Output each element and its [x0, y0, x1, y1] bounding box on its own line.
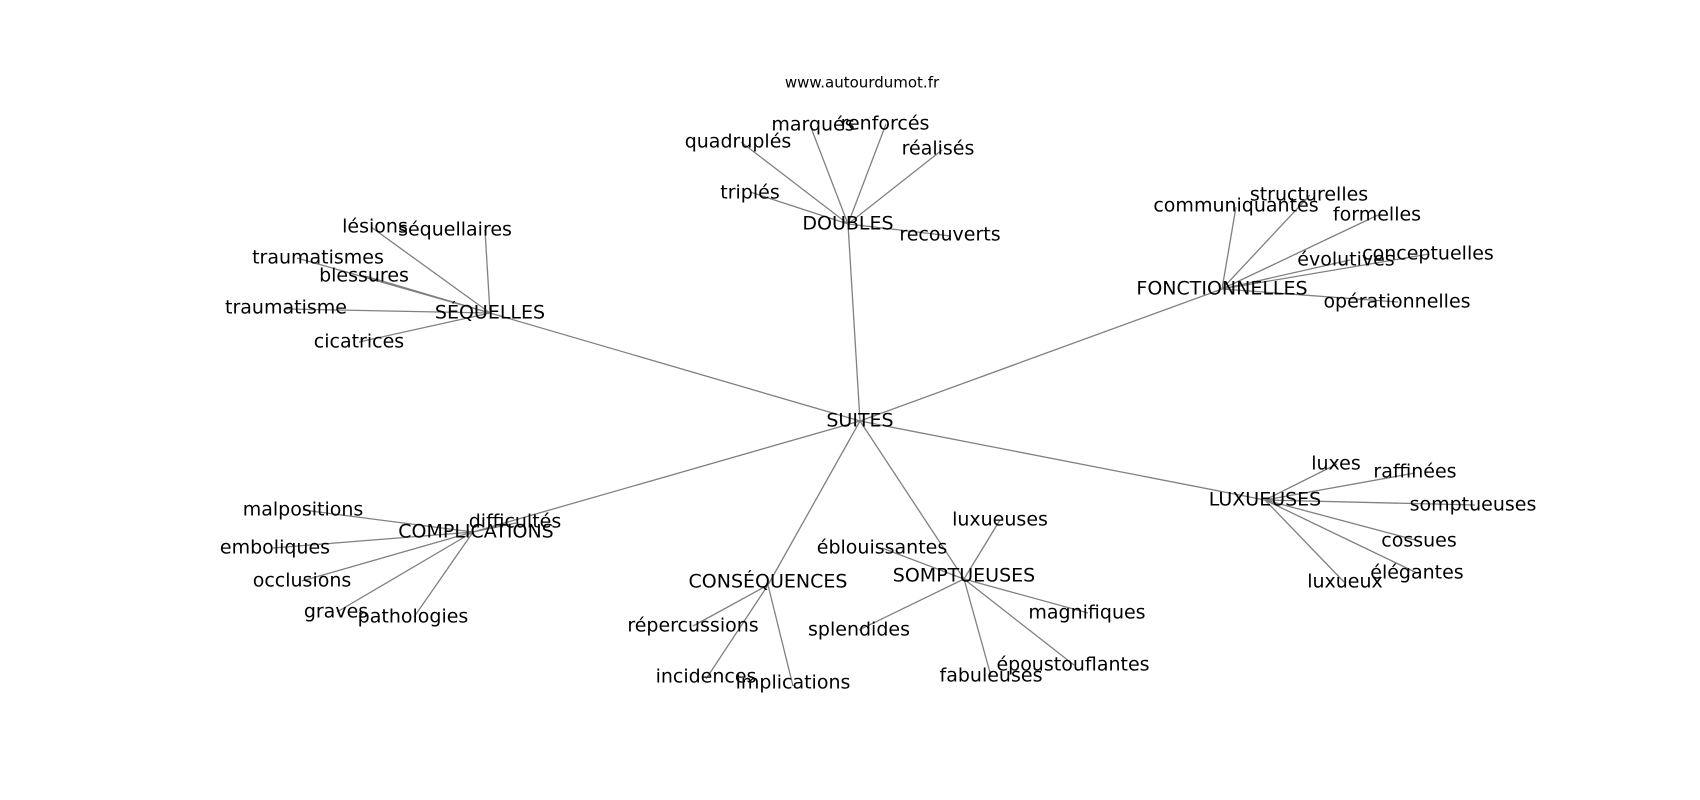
edge-hub-to-leaf — [358, 312, 491, 343]
edge-center-to-hub — [847, 223, 861, 422]
cluster-word[interactable]: COMPLICATIONS — [398, 521, 554, 543]
leaf-word[interactable]: conceptuelles — [1362, 243, 1494, 265]
edge-hub-to-leaf — [413, 531, 474, 618]
center-word[interactable]: SUITES — [826, 410, 893, 432]
edge-hub-to-leaf — [692, 584, 769, 627]
leaf-word[interactable]: implications — [736, 672, 851, 694]
leaf-word[interactable]: luxes — [1311, 453, 1361, 475]
edge-center-to-hub — [859, 420, 1266, 501]
edge-hub-to-leaf — [963, 578, 1089, 614]
leaf-word[interactable]: luxueux — [1307, 571, 1383, 593]
site-label[interactable]: www.autourdumot.fr — [785, 74, 940, 92]
leaf-word[interactable]: raffinées — [1373, 461, 1456, 483]
leaf-word[interactable]: fabuleuses — [940, 665, 1043, 687]
edge-hub-to-leaf — [740, 141, 849, 225]
leaf-word[interactable]: cossues — [1381, 530, 1457, 552]
leaf-word[interactable]: lésions — [342, 216, 408, 238]
edge-hub-to-leaf — [1221, 259, 1351, 290]
edge-hub-to-leaf — [1264, 499, 1420, 542]
edge-hub-to-leaf — [472, 522, 517, 533]
leaf-word[interactable]: répercussions — [627, 615, 758, 637]
edge-hub-to-leaf — [1221, 288, 1399, 303]
edge-center-to-hub — [472, 420, 861, 533]
leaf-word[interactable]: recouverts — [899, 224, 1000, 246]
leaf-word[interactable]: évolutives — [1297, 249, 1394, 271]
edge-hub-to-leaf — [963, 578, 992, 677]
edge-hub-to-leaf — [1264, 472, 1416, 501]
edge-hub-to-leaf — [1221, 214, 1379, 290]
edge-hub-to-leaf — [847, 223, 952, 237]
cluster-word[interactable]: SÉQUELLES — [435, 301, 545, 324]
cluster-word[interactable]: CONSÉQUENCES — [689, 570, 848, 593]
leaf-word[interactable]: occlusions — [253, 570, 352, 592]
edge-hub-to-leaf — [847, 149, 943, 225]
leaf-word[interactable]: renforcés — [841, 113, 930, 135]
cluster-word[interactable]: DOUBLES — [802, 213, 893, 235]
edge-hub-to-leaf — [484, 229, 491, 314]
edge-center-to-hub — [859, 420, 965, 580]
leaf-word[interactable]: malpositions — [243, 499, 364, 521]
edge-hub-to-leaf — [1264, 499, 1345, 583]
edge-hub-to-leaf — [285, 308, 491, 314]
leaf-word[interactable]: réalisés — [902, 138, 975, 160]
leaf-word[interactable]: élégantes — [1370, 562, 1463, 584]
edge-hub-to-leaf — [364, 275, 491, 314]
edge-hub-to-leaf — [858, 578, 965, 631]
leaf-word[interactable]: structurelles — [1250, 184, 1368, 206]
leaf-word[interactable]: époustouflantes — [996, 654, 1149, 676]
edge-hub-to-leaf — [881, 547, 965, 580]
edge-hub-to-leaf — [767, 584, 794, 687]
edge-hub-to-leaf — [370, 226, 491, 314]
leaf-word[interactable]: pathologies — [358, 606, 469, 628]
edge-hub-to-leaf — [272, 531, 474, 549]
edge-hub-to-leaf — [963, 578, 1075, 666]
edge-hub-to-leaf — [1264, 499, 1476, 506]
leaf-word[interactable]: traumatismes — [252, 247, 384, 269]
leaf-word[interactable]: éblouissantes — [817, 537, 948, 559]
leaf-word[interactable]: incidences — [656, 666, 757, 688]
leaf-word[interactable]: formelles — [1333, 204, 1421, 226]
leaf-word[interactable]: traumatisme — [225, 297, 347, 319]
edge-hub-to-leaf — [809, 124, 849, 225]
leaf-word[interactable]: triplés — [720, 182, 779, 204]
edge-hub-to-leaf — [749, 191, 849, 225]
leaf-word[interactable]: opérationnelles — [1323, 291, 1470, 313]
leaf-word[interactable]: difficultés — [469, 511, 562, 533]
leaf-word[interactable]: séquellaires — [398, 219, 512, 241]
edge-center-to-hub — [767, 420, 861, 586]
edge-hub-to-leaf — [1221, 206, 1237, 290]
edge-hub-to-leaf — [1264, 463, 1338, 501]
edge-hub-to-leaf — [847, 123, 887, 225]
cluster-word[interactable]: FONCTIONNELLES — [1136, 278, 1307, 300]
cluster-word[interactable]: LUXUEUSES — [1209, 489, 1322, 511]
edge-hub-to-leaf — [302, 509, 474, 533]
edge-hub-to-leaf — [1264, 499, 1418, 574]
edge-center-to-hub — [489, 312, 861, 422]
cluster-word[interactable]: SOMPTUEUSES — [893, 565, 1035, 587]
edge-hub-to-leaf — [705, 584, 769, 680]
leaf-word[interactable]: quadruplés — [685, 131, 792, 153]
leaf-word[interactable]: magnifiques — [1028, 602, 1145, 624]
leaf-word[interactable]: luxueuses — [952, 509, 1048, 531]
leaf-word[interactable]: cicatrices — [314, 331, 404, 353]
leaf-word[interactable]: somptueuses — [1410, 494, 1537, 516]
leaf-word[interactable]: splendides — [808, 619, 910, 641]
edge-hub-to-leaf — [1221, 194, 1311, 290]
leaf-word[interactable]: communiquantes — [1153, 195, 1318, 217]
leaf-word[interactable]: marqués — [771, 114, 854, 136]
leaf-word[interactable]: blessures — [319, 265, 409, 287]
edge-hub-to-leaf — [336, 531, 474, 613]
leaf-word[interactable]: graves — [304, 601, 368, 623]
edge-hub-to-leaf — [301, 531, 474, 582]
graph-edges — [272, 123, 1476, 687]
edge-hub-to-leaf — [963, 519, 1001, 580]
edge-center-to-hub — [859, 288, 1223, 422]
leaf-word[interactable]: emboliques — [220, 537, 330, 559]
edge-hub-to-leaf — [1221, 253, 1430, 290]
